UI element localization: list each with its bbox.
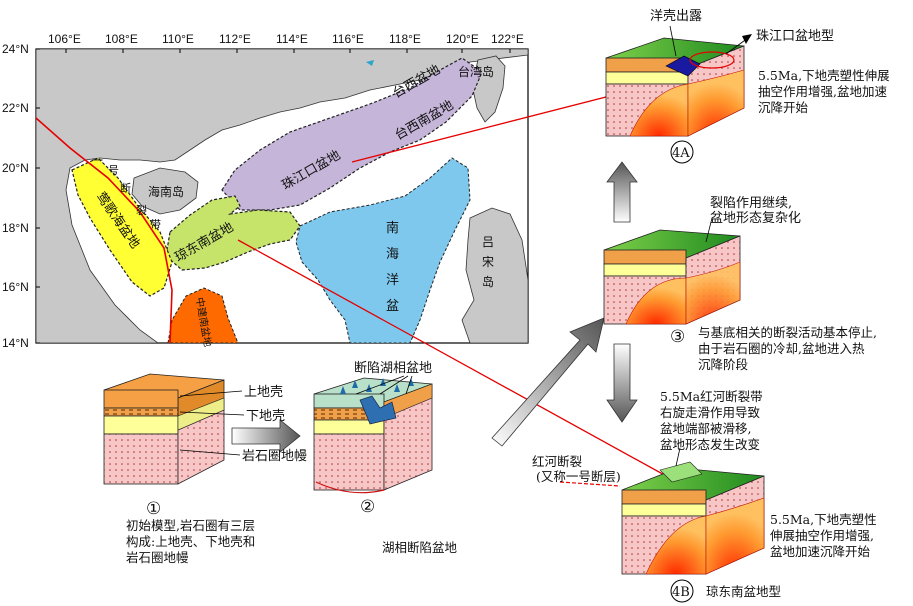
fault-char: 号 — [108, 164, 119, 177]
stage-4b-desc-line: 伸展抽空作用增强, — [770, 528, 874, 543]
stage-3-number: ③ — [670, 327, 685, 347]
ocean-char: 海 — [386, 247, 399, 262]
connector-qiong-to-4b — [237, 239, 689, 489]
stage-3-desc-line: 沉降阶段 — [698, 357, 748, 372]
stage-4a-type-label: 珠江口盆地型 — [756, 29, 834, 44]
ocean-char: 南 — [386, 220, 399, 236]
hainan-island — [131, 167, 199, 215]
lon-label: 116°E — [332, 32, 364, 46]
stage-1-block — [103, 373, 225, 485]
lat-label: 22°N — [2, 101, 29, 115]
luzon-char: 吕 — [482, 235, 494, 249]
lat-label: 20°N — [2, 161, 29, 175]
yinggehai-basin — [71, 157, 173, 297]
stage-4b-number: 4B — [672, 585, 690, 600]
stage-2-block — [313, 377, 433, 494]
lat-label: 24°N — [2, 42, 29, 56]
arrow-1-to-2 — [231, 419, 301, 453]
fault-char: 裂 — [136, 204, 147, 217]
stage-4b-top-line: 盆地形态发生改变 — [660, 437, 760, 452]
stage-4a-number-circle — [670, 140, 694, 164]
lon-label: 120°E — [446, 32, 479, 46]
arrow-3-to-4a — [606, 161, 638, 223]
stage-1-desc-line: 构成:上地壳、下地壳和 — [126, 534, 255, 549]
stage-4a-desc-line: 抽空作用增强,盆地加速 — [758, 84, 887, 99]
lon-label: 118°E — [389, 32, 421, 46]
stage-1-desc-line: 岩石圈地幔 — [126, 550, 189, 565]
lon-labels: 106°E 108°E 110°E 112°E 114°E 116°E 118°… — [48, 32, 524, 46]
stage-1-desc-line: 初始模型,岩石圈有三层 — [126, 518, 255, 533]
red-river-fault-label: (又称一号断层) — [536, 469, 621, 484]
red-river-fault-label: 红河断裂 — [532, 454, 582, 469]
oceanic-crust-icon — [665, 55, 701, 77]
lat-label: 18°N — [2, 221, 29, 235]
arrow-3-to-4b — [606, 343, 638, 423]
luzon-label: 吕 宋 岛 — [482, 235, 494, 289]
stage-4b-top-line: 盆地端部被滑移, — [660, 421, 751, 436]
stage-2-number: ② — [360, 497, 375, 517]
arrow-2-to-3 — [491, 317, 605, 447]
stage-4a-ocean-label: 洋壳出露 — [650, 9, 702, 24]
luzon-island — [461, 207, 528, 343]
taiwan-label: 台湾岛 — [458, 64, 494, 79]
stage-4b-number-circle — [670, 579, 694, 603]
stage-4b-caption: 琼东南盆地型 — [706, 584, 781, 599]
marker-icon — [366, 60, 374, 66]
map: 106°E 108°E 110°E 112°E 114°E 116°E 118°… — [2, 32, 529, 350]
lon-label: 114°E — [276, 32, 308, 46]
label-lower-crust: 下地壳 — [246, 409, 285, 424]
stage-3-block — [603, 229, 741, 325]
ocean-char: 盆 — [386, 299, 399, 314]
stage-4b-top-line: 5.5Ma红河断裂带 — [660, 389, 763, 404]
luzon-char: 宋 — [482, 254, 494, 269]
stage-3-desc-line: 与基底相关的断裂活动基本停止, — [698, 325, 877, 340]
stage-4a-number: 4A — [672, 146, 690, 161]
stage-3-desc-line: 由于岩石圈的冷却,盆地进入热 — [698, 341, 865, 356]
stage-1-number: ① — [146, 499, 161, 519]
fault-char: 断 — [120, 181, 131, 195]
stage-3-top-label: 盆地形态复杂化 — [710, 211, 801, 226]
ocean-char: 洋 — [386, 273, 399, 288]
lat-label: 16°N — [2, 280, 29, 294]
stage-4b-desc-line: 盆地加速沉降开始 — [770, 544, 871, 559]
stage-4b-top-line: 右旋走滑作用导致 — [660, 405, 761, 420]
red-river-fault-line — [36, 117, 173, 343]
label-upper-crust: 上地壳 — [244, 385, 283, 400]
lon-label: 108°E — [105, 32, 138, 46]
fault-char: 一 — [92, 154, 103, 167]
lat-labels: 24°N 22°N 20°N 18°N 16°N 14°N — [2, 42, 29, 350]
luzon-char: 岛 — [482, 274, 494, 289]
ocean-basin-label: 南 海 洋 盆 — [386, 220, 399, 314]
pearl-river-mouth-basin — [221, 57, 483, 211]
fault-zone-label: 一 号 断 裂 带 — [92, 154, 161, 231]
lon-label: 112°E — [219, 32, 251, 46]
stage-2-caption: 湖相断陷盆地 — [382, 540, 458, 555]
hainan-label: 海南岛 — [148, 184, 184, 199]
ocean-basin — [295, 157, 471, 343]
lon-label: 110°E — [162, 32, 194, 46]
stage-3-top-label: 裂陷作用继续, — [710, 196, 792, 211]
map-ticks — [36, 48, 511, 344]
zhongjiannan-basin — [167, 287, 239, 343]
mainland-land — [36, 49, 528, 343]
lon-label: 122°E — [491, 32, 524, 46]
lat-label: 14°N — [2, 336, 29, 350]
fault-char: 带 — [150, 218, 161, 231]
stage-4a-desc-line: 沉降开始 — [758, 100, 809, 115]
stage-2-top-label: 断陷湖相盆地 — [354, 361, 432, 376]
lon-label: 106°E — [48, 32, 81, 46]
stage-4a-desc-line: 5.5Ma,下地壳塑性伸展 — [758, 68, 890, 83]
stage-4b-desc-line: 5.5Ma,下地壳塑性 — [770, 512, 877, 527]
label-mantle: 岩石圈地幔 — [242, 449, 307, 464]
stage-4b-block — [621, 461, 765, 575]
